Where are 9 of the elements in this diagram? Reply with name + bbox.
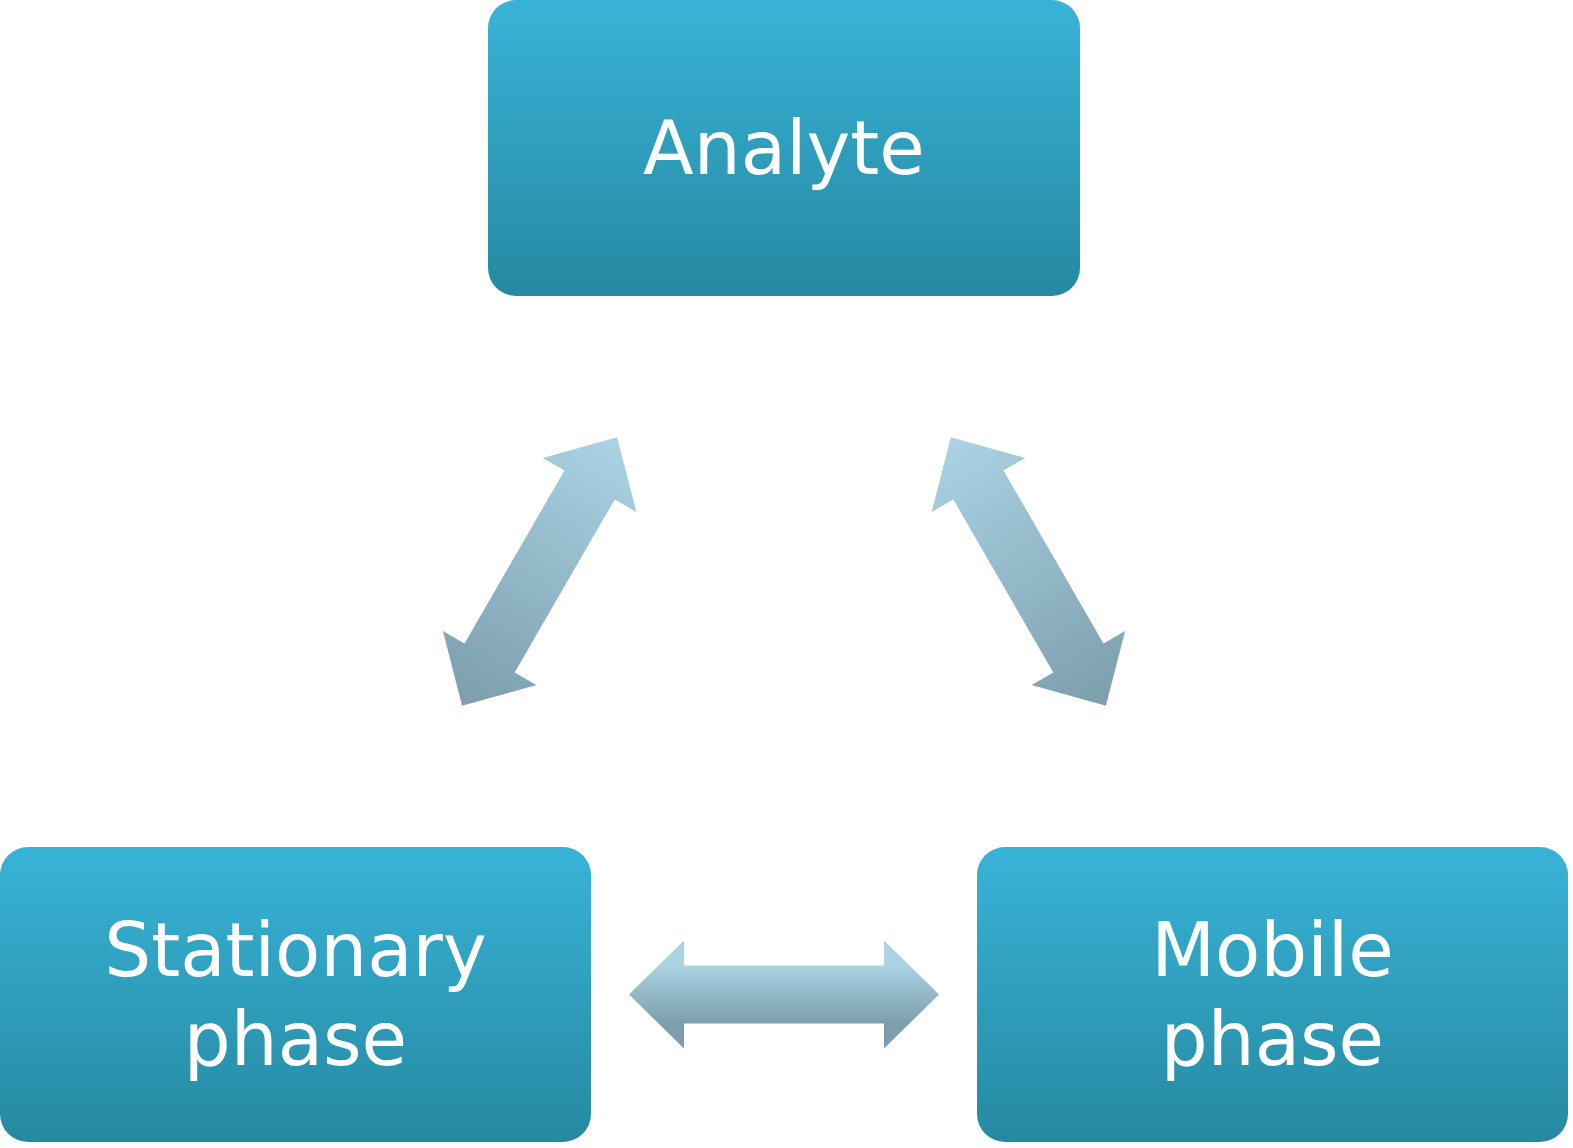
double-arrow <box>629 940 939 1049</box>
process-box <box>977 847 1568 1142</box>
box-label: Analyte <box>643 103 925 193</box>
process-box <box>0 847 591 1142</box>
box-label: Stationary phase <box>103 905 488 1084</box>
double-arrow <box>931 437 1126 706</box>
box-label: Mobile phase <box>1150 905 1395 1084</box>
double-arrow <box>442 437 637 706</box>
process-box <box>488 0 1080 296</box>
